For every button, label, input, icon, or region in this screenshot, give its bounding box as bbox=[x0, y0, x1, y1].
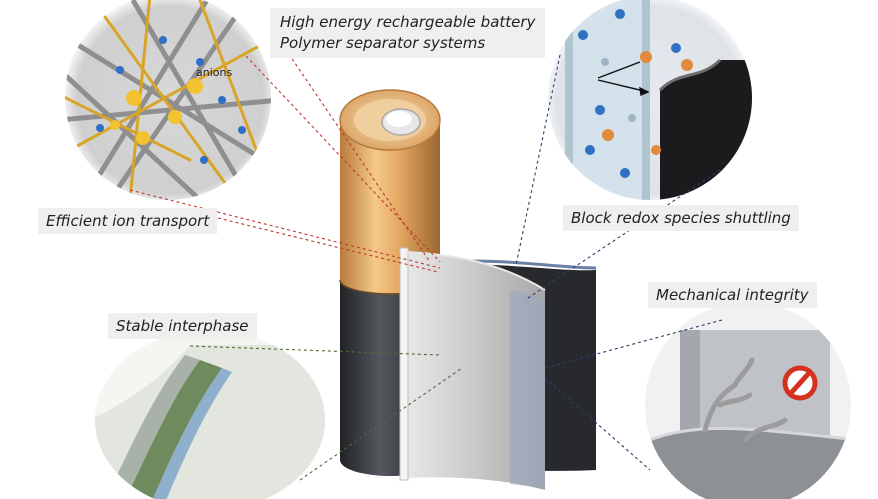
inset-mechanical bbox=[645, 302, 851, 499]
callout-stable-interphase: Stable interphase bbox=[108, 313, 257, 339]
anions-label: anions bbox=[196, 66, 233, 79]
callout-ion-transport: Efficient ion transport bbox=[38, 208, 218, 234]
inset-fibers bbox=[65, 0, 271, 200]
separator-sheets bbox=[399, 247, 597, 490]
inset-redox bbox=[548, 0, 752, 200]
callout-mechanical-integrity: Mechanical integrity bbox=[648, 282, 817, 308]
title-line-1: High energy rechargeable battery bbox=[280, 13, 536, 31]
leader-lines bbox=[129, 43, 723, 481]
title-line-2: Polymer separator systems bbox=[280, 34, 486, 52]
inset-interphase bbox=[95, 330, 325, 499]
callout-redox-shuttling: Block redox species shuttling bbox=[563, 205, 799, 231]
no-entry-icon bbox=[782, 365, 818, 401]
diagram-title: High energy rechargeable battery Polymer… bbox=[270, 8, 546, 58]
